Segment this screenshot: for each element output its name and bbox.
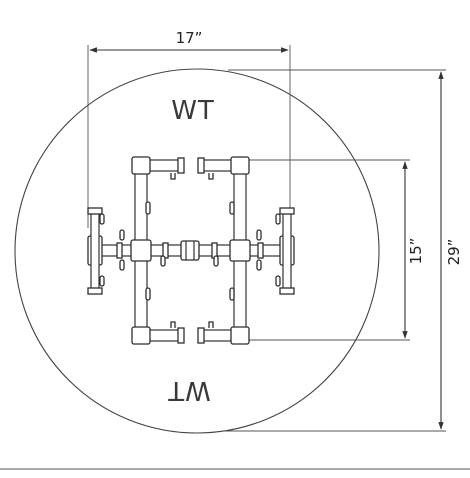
socket-end-right-lower bbox=[275, 275, 281, 287]
end-cap-right-bottom bbox=[279, 287, 295, 295]
end-cap-left-top bbox=[87, 207, 103, 215]
inner-height-dimension-label: 15” bbox=[407, 238, 425, 265]
socket-right-lower bbox=[229, 287, 235, 301]
center-coupling bbox=[180, 240, 200, 261]
socket-right-upper bbox=[229, 201, 235, 215]
width-dimension-label: 17” bbox=[176, 29, 203, 47]
fixture-frame bbox=[87, 156, 295, 345]
socket-end-left-lower bbox=[99, 275, 105, 287]
cross-right bbox=[229, 239, 251, 262]
hook-bottom-left bbox=[170, 321, 176, 328]
wt-label-top: WT bbox=[171, 96, 215, 126]
outer-height-dimension: 29” bbox=[222, 69, 463, 432]
socket-inner-left bbox=[160, 255, 166, 267]
elbow-top-left bbox=[131, 156, 151, 175]
socket-mid-right-upper bbox=[256, 229, 262, 241]
socket-mid-left-lower bbox=[119, 259, 125, 271]
socket-end-right-upper bbox=[275, 213, 281, 225]
inner-height-dimension: 15” bbox=[246, 159, 425, 341]
cap-top-left bbox=[177, 157, 185, 174]
end-arm-left bbox=[90, 211, 100, 291]
cap-bottom-left bbox=[177, 327, 185, 344]
elbow-top-right bbox=[230, 156, 250, 175]
wt-label-bottom: WT bbox=[167, 375, 211, 405]
coupling-outer-right bbox=[257, 242, 264, 259]
cap-top-right bbox=[197, 157, 205, 174]
hook-top-right bbox=[208, 173, 214, 180]
socket-inner-right bbox=[213, 255, 219, 267]
socket-left-upper bbox=[145, 201, 151, 215]
end-cap-right-top bbox=[279, 207, 295, 215]
hook-bottom-right bbox=[208, 321, 214, 328]
outer-circle bbox=[14, 68, 380, 434]
cross-left bbox=[130, 239, 152, 262]
socket-end-left-upper bbox=[99, 213, 105, 225]
elbow-bottom-left bbox=[131, 326, 151, 345]
socket-mid-right-lower bbox=[256, 259, 262, 271]
end-arm-right bbox=[282, 211, 292, 291]
coupling-outer-left bbox=[116, 242, 123, 259]
outer-height-dimension-label: 29” bbox=[445, 239, 463, 266]
hook-top-left bbox=[170, 173, 176, 180]
cap-bottom-right bbox=[197, 327, 205, 344]
end-cap-left-bottom bbox=[87, 287, 103, 295]
width-dimension: 17” bbox=[87, 29, 291, 228]
socket-mid-left-upper bbox=[119, 229, 125, 241]
socket-left-lower bbox=[145, 287, 151, 301]
elbow-bottom-right bbox=[230, 326, 250, 345]
